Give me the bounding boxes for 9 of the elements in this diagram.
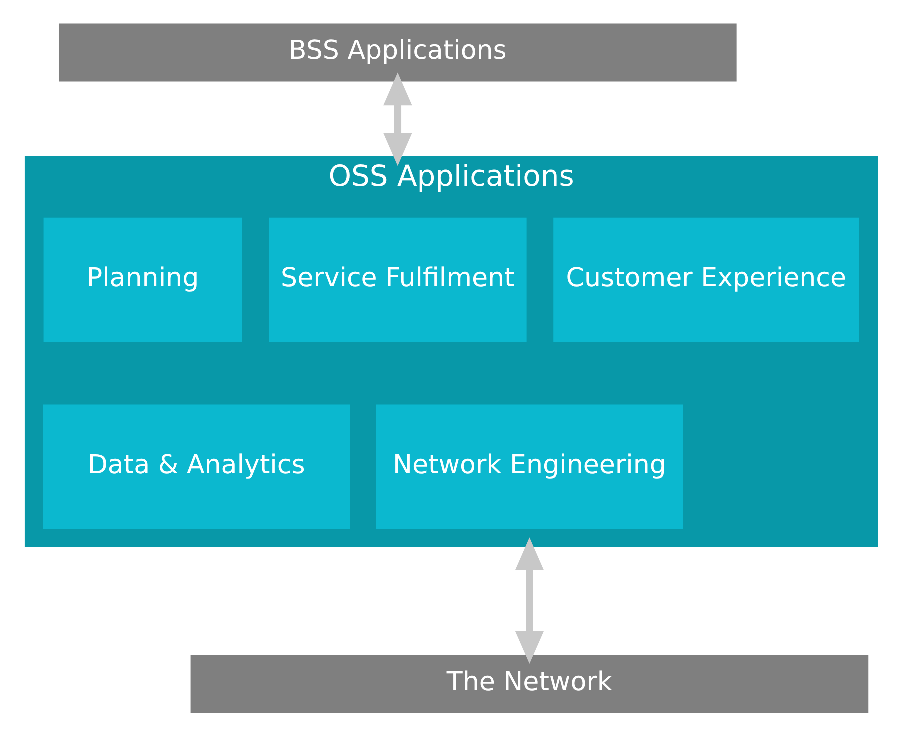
node-box: Customer Experience	[554, 217, 860, 342]
node-box: Service Fulfilment	[269, 217, 527, 342]
node-box: Data & Analytics	[43, 404, 350, 529]
node-box: BSS Applications	[59, 23, 737, 82]
node-box: Planning	[44, 217, 242, 342]
node-box: Network Engineering	[376, 404, 684, 529]
arrow	[384, 72, 412, 166]
arrow	[515, 537, 544, 664]
node-box: The Network	[190, 654, 869, 713]
